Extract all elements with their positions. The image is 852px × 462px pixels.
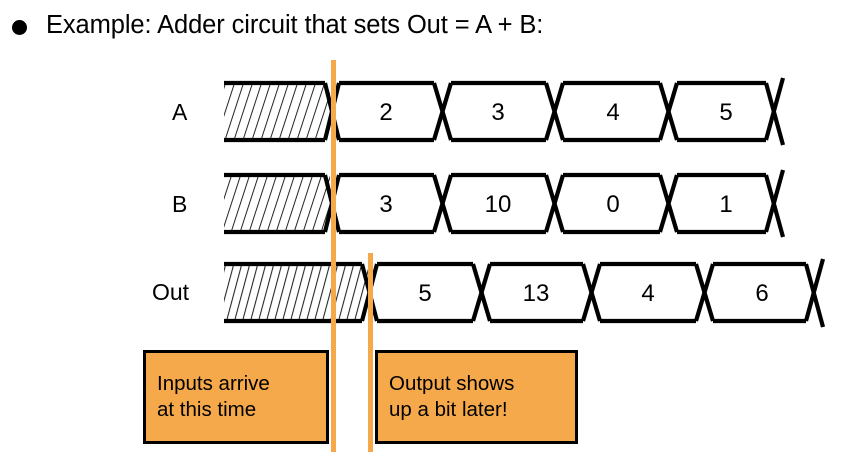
cell-value-a-0: 2 <box>379 99 392 126</box>
waveform-row-a: 2 3 4 5 <box>224 77 786 146</box>
unknown-region-a <box>224 84 330 139</box>
unknown-region-out <box>224 265 368 320</box>
signal-label-b: B <box>172 191 188 217</box>
waveform-row-b: 3 10 0 1 <box>224 169 786 238</box>
cell-value-out-2: 4 <box>641 280 654 307</box>
bullet-dot-icon <box>12 20 27 35</box>
cell-value-a-3: 5 <box>719 99 732 126</box>
cell-value-b-0: 3 <box>379 191 392 218</box>
cell-value-a-2: 4 <box>606 99 619 126</box>
cell-value-a-1: 3 <box>491 99 504 126</box>
bullet-heading-row: Example: Adder circuit that sets Out = A… <box>0 4 852 48</box>
waveform-row-out: 5 13 4 6 <box>224 258 826 328</box>
signal-label-a: A <box>172 99 188 125</box>
callout-output-line-1: Output shows <box>389 372 515 395</box>
cell-value-out-0: 5 <box>418 280 431 307</box>
page-title: Example: Adder circuit that sets Out = A… <box>46 11 544 39</box>
callout-output-later: Output shows up a bit later! <box>375 350 578 444</box>
callout-inputs-line-2: at this time <box>157 398 257 421</box>
cell-value-out-3: 6 <box>755 280 768 307</box>
cell-value-b-2: 0 <box>606 191 619 218</box>
callout-inputs-line-1: Inputs arrive <box>157 372 270 395</box>
callout-inputs-arrive: Inputs arrive at this time <box>143 350 329 444</box>
cell-value-b-1: 10 <box>485 191 512 218</box>
signal-label-out: Out <box>152 279 190 305</box>
unknown-region-b <box>224 176 330 231</box>
callout-output-line-2: up a bit later! <box>389 398 508 421</box>
cell-value-out-1: 13 <box>523 280 550 307</box>
cell-value-b-3: 1 <box>719 191 732 218</box>
